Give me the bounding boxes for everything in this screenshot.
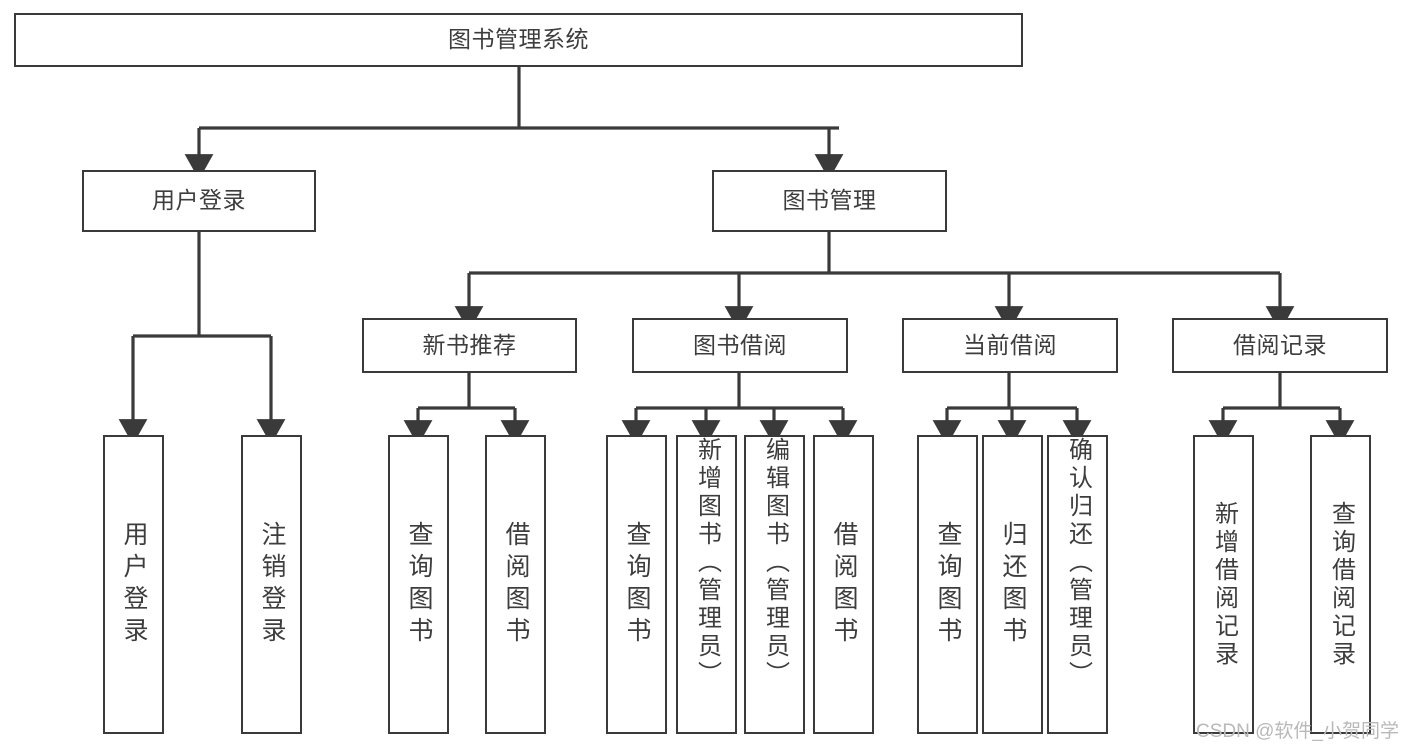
node-leaf-borrow-book-2[interactable]: 借阅图书 <box>813 435 874 734</box>
node-leaf-add-record[interactable]: 新增借阅记录 <box>1193 435 1254 734</box>
node-leaf-borrow-book-2-label: 借阅图书 <box>830 520 858 649</box>
node-leaf-user-login[interactable]: 用户登录 <box>103 435 164 734</box>
node-leaf-query-book-3-label: 查询图书 <box>934 520 962 649</box>
node-leaf-edit-book[interactable]: 编辑图书（管理员） <box>744 435 805 734</box>
node-leaf-logout[interactable]: 注销登录 <box>241 435 302 734</box>
node-leaf-return-book-label: 归还图书 <box>999 520 1027 649</box>
node-leaf-query-record[interactable]: 查询借阅记录 <box>1310 435 1371 734</box>
watermark-text: CSDN @软件_小贺同学 <box>1196 721 1399 742</box>
node-leaf-add-book[interactable]: 新增图书（管理员） <box>676 435 737 734</box>
node-book-manage-label: 图书管理 <box>782 187 877 214</box>
node-book-manage[interactable]: 图书管理 <box>712 170 947 232</box>
node-leaf-confirm-return-label: 确认归还（管理员） <box>1064 437 1092 689</box>
node-user-login[interactable]: 用户登录 <box>82 170 316 232</box>
node-leaf-return-book[interactable]: 归还图书 <box>982 435 1043 734</box>
node-leaf-add-record-label: 新增借阅记录 <box>1210 500 1238 669</box>
node-user-login-label: 用户登录 <box>152 187 246 214</box>
node-leaf-borrow-book-1[interactable]: 借阅图书 <box>485 435 546 734</box>
node-borrow-record[interactable]: 借阅记录 <box>1172 318 1388 373</box>
node-leaf-borrow-book-1-label: 借阅图书 <box>502 520 530 649</box>
node-leaf-query-record-label: 查询借阅记录 <box>1327 500 1355 669</box>
node-new-book-rec[interactable]: 新书推荐 <box>362 318 577 373</box>
node-leaf-add-book-label: 新增图书（管理员） <box>693 437 721 689</box>
node-root-label: 图书管理系统 <box>448 26 589 53</box>
node-leaf-query-book-2-label: 查询图书 <box>623 520 651 649</box>
node-leaf-edit-book-label: 编辑图书（管理员） <box>761 437 789 689</box>
node-current-borrow[interactable]: 当前借阅 <box>902 318 1118 373</box>
node-root[interactable]: 图书管理系统 <box>14 13 1023 67</box>
node-leaf-query-book-3[interactable]: 查询图书 <box>917 435 978 734</box>
node-leaf-query-book-1-label: 查询图书 <box>405 520 433 649</box>
node-current-borrow-label: 当前借阅 <box>963 331 1057 358</box>
node-leaf-query-book-1[interactable]: 查询图书 <box>388 435 449 734</box>
node-leaf-confirm-return[interactable]: 确认归还（管理员） <box>1047 435 1108 734</box>
node-book-borrow-label: 图书借阅 <box>693 331 787 358</box>
node-new-book-rec-label: 新书推荐 <box>422 331 517 358</box>
node-book-borrow[interactable]: 图书借阅 <box>632 318 848 373</box>
node-leaf-logout-label: 注销登录 <box>258 520 286 649</box>
node-leaf-query-book-2[interactable]: 查询图书 <box>606 435 667 734</box>
node-borrow-record-label: 借阅记录 <box>1233 331 1327 358</box>
node-leaf-user-login-label: 用户登录 <box>120 520 148 649</box>
